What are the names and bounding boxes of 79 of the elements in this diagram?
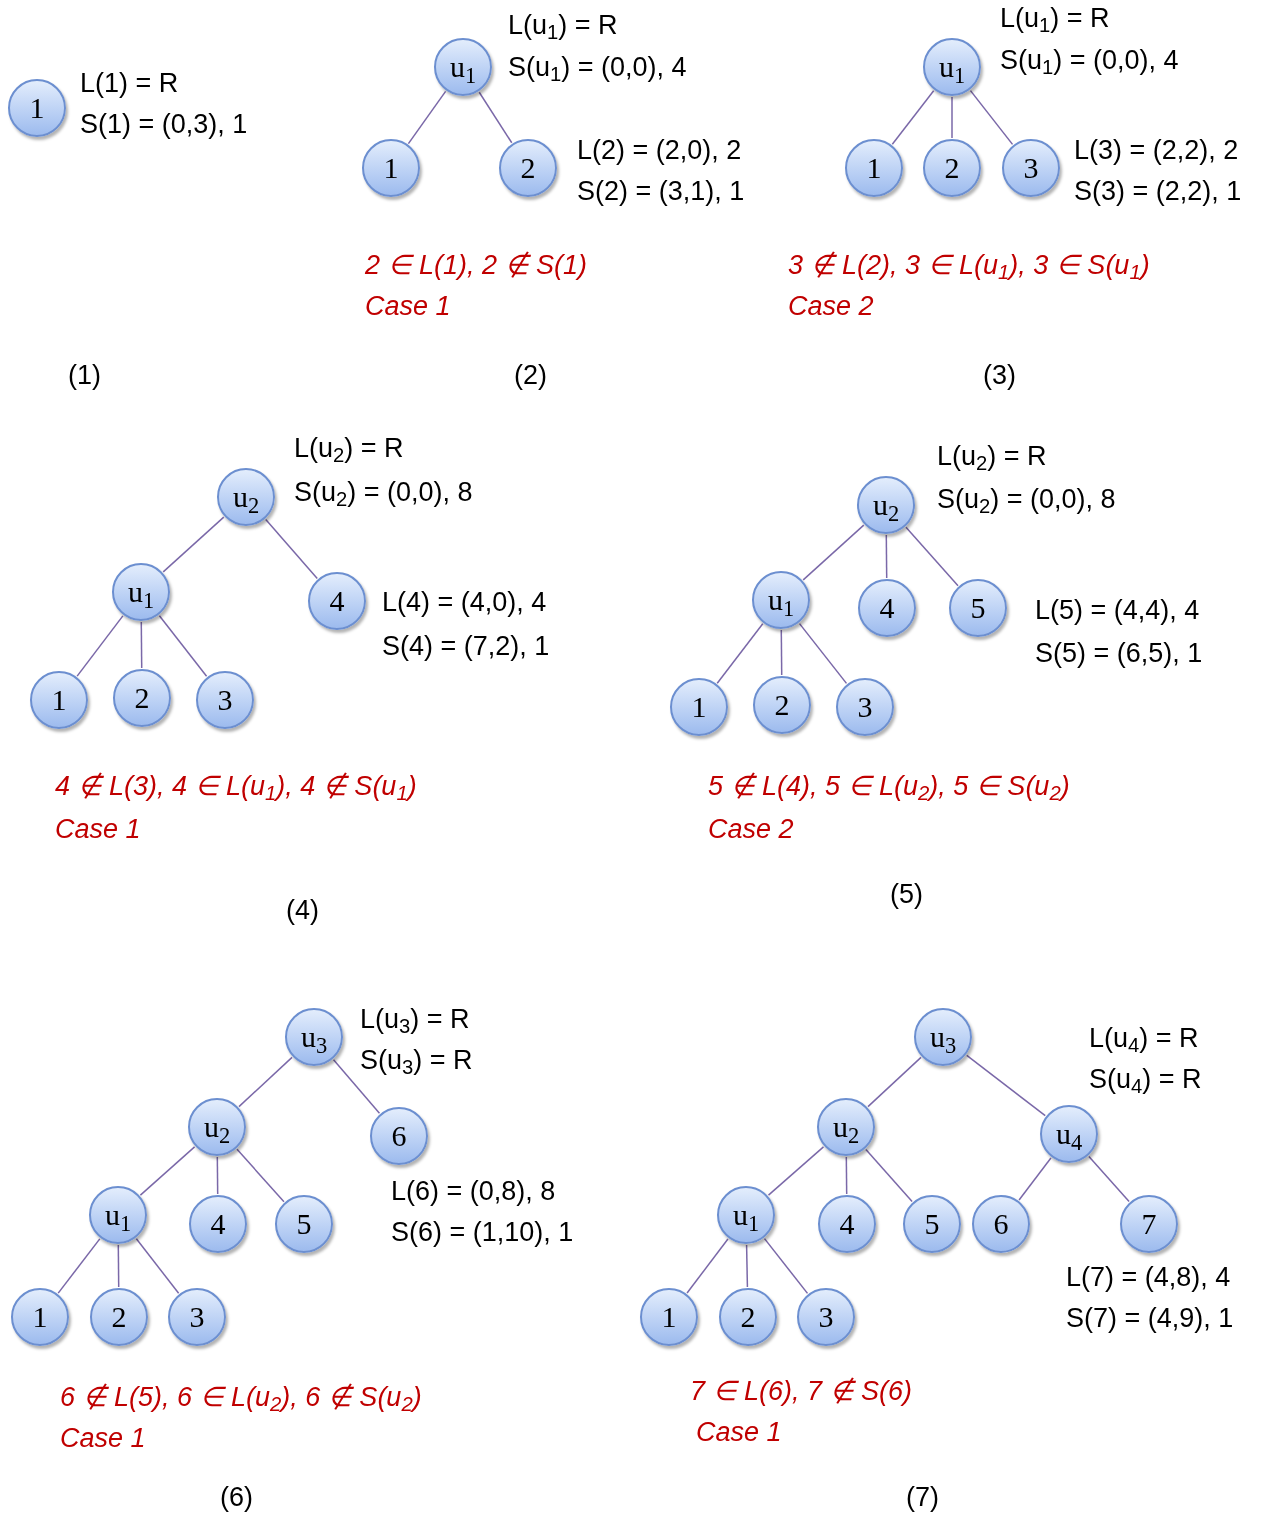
tree-edge [951,96,953,139]
case-note: Case 2 [788,290,874,323]
tree-edge [1018,1157,1052,1201]
case-note: 6 ∉ L(5), 6 ∈ L(u$_{2}$), 6 ∉ S(u$_{2}$) [60,1381,422,1414]
tree-edge [891,90,935,145]
annotation-text: L(u$_{3}$) = R [360,1003,470,1036]
tree-edge [966,1054,1046,1117]
tree-edge [767,1146,825,1196]
tree-edge [845,1156,848,1195]
tree-edge [716,623,764,684]
tree-edge [407,90,447,145]
tree-edge [905,526,959,587]
case-note: Case 1 [696,1416,782,1449]
annotation-text: L(6) = (0,8), 8 [391,1175,556,1208]
tree-edge [798,622,848,685]
tree-edge [332,1059,381,1114]
case-note: 7 ∈ L(6), 7 ∉ S(6) [690,1375,913,1408]
tree-edge [745,1244,749,1288]
tree-edge [478,91,513,144]
annotation-text: L(u$_{1}$) = R [1000,2,1110,35]
tree-edge [867,1056,922,1108]
tree-edge [117,1244,120,1288]
tree-edge [140,621,143,669]
step-caption: (2) [514,359,547,392]
tree-edge [158,614,208,678]
annotation-text: S(u$_{1}$) = (0,0), 4 [1000,44,1179,77]
annotation-text: S(2) = (3,1), 1 [577,175,745,208]
tree-edge [780,629,783,676]
annotation-text: S(u$_{1}$) = (0,0), 4 [508,51,687,84]
tree-edge [865,1148,913,1203]
tree-edge [57,1238,101,1294]
case-note: Case 2 [708,813,794,846]
annotation-text: S(3) = (2,2), 1 [1074,175,1242,208]
tree-edge [1088,1155,1130,1203]
tree-edge [139,1146,196,1196]
annotation-text: L(4) = (4,0), 4 [382,586,547,619]
tree-edge [763,1237,809,1295]
case-note: Case 1 [55,813,141,846]
case-note: 5 ∉ L(4), 5 ∈ L(u$_{2}$), 5 ∈ S(u$_{2}$) [708,770,1070,803]
step-caption: (3) [983,359,1016,392]
annotation-text: L(u$_{2}$) = R [937,440,1047,473]
annotation-text: S(6) = (1,10), 1 [391,1216,574,1249]
tree-edge [236,1148,285,1203]
annotation-text: L(u$_{1}$) = R [508,9,618,42]
annotation-text: L(7) = (4,8), 4 [1066,1261,1231,1294]
annotation-text: L(3) = (2,2), 2 [1074,134,1239,167]
annotation-text: L(u$_{2}$) = R [294,432,404,465]
annotation-text: S(5) = (6,5), 1 [1035,637,1203,670]
tree-edge [802,524,865,581]
step-caption: (5) [890,878,923,911]
annotation-text: S(u$_{3}$) = R [360,1044,473,1077]
tree-edge [76,615,124,677]
tree-edge [216,1156,219,1195]
annotation-text: S(4) = (7,2), 1 [382,630,550,663]
tree-edge [135,1237,180,1295]
tree-edge [162,516,225,573]
annotation-text: S(7) = (4,9), 1 [1066,1302,1234,1335]
tree-edge [238,1056,293,1108]
step-caption: (6) [220,1481,253,1514]
case-note: 4 ∉ L(3), 4 ∈ L(u$_{1}$), 4 ∉ S(u$_{1}$) [55,770,417,803]
annotation-text: S(u$_{2}$) = (0,0), 8 [294,476,473,509]
tree-edge [885,534,888,579]
annotation-text: L(u$_{4}$) = R [1089,1022,1199,1055]
annotation-text: S(1) = (0,3), 1 [80,108,248,141]
annotation-text: L(2) = (2,0), 2 [577,134,742,167]
case-note: Case 1 [60,1422,146,1455]
step-caption: (7) [906,1481,939,1514]
step-caption: (1) [68,359,101,392]
case-note: Case 1 [365,290,451,323]
step-caption: (4) [286,894,319,927]
tree-edge [969,89,1014,146]
annotation-text: S(u$_{2}$) = (0,0), 8 [937,483,1116,516]
case-note: 2 ∈ L(1), 2 ∉ S(1) [365,249,588,282]
annotation-text: S(u$_{4}$) = R [1089,1063,1202,1096]
annotation-text: L(1) = R [80,67,179,100]
case-note: 3 ∉ L(2), 3 ∈ L(u$_{1}$), 3 ∈ S(u$_{1}$) [788,249,1150,282]
annotation-text: L(5) = (4,4), 4 [1035,594,1200,627]
tree-edge [265,518,318,580]
tree-edge [686,1238,729,1294]
